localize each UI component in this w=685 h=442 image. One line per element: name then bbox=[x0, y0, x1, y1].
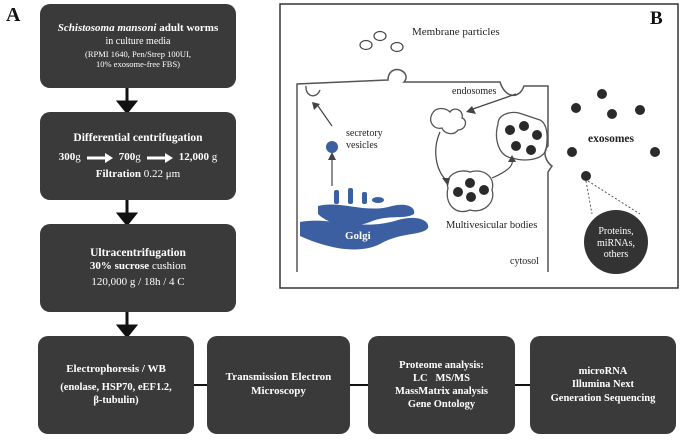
analysis-proteome-line4: Gene Ontology bbox=[407, 399, 476, 411]
adult-worms-text: adult worms bbox=[156, 22, 219, 35]
centrifugation-title: Differential centrifugation bbox=[73, 131, 203, 144]
mvb-1-vesicles bbox=[453, 178, 489, 202]
analysis-tem-line1: Transmission Electron bbox=[225, 371, 332, 384]
label-secretory-vesicles: secretory vesicles bbox=[346, 128, 383, 151]
analysis-box-tem: Transmission Electron Microscopy bbox=[207, 336, 350, 434]
speed-arrow-2-icon bbox=[146, 152, 173, 163]
membrane-particle bbox=[373, 30, 387, 42]
analysis-microrna-line2: Illumina Next bbox=[571, 379, 635, 391]
analysis-wb-line2: (enolase, HSP70, eEF1.2, bbox=[60, 381, 172, 393]
intraluminal-vesicle bbox=[465, 178, 475, 188]
speed-sequence: 300g 700g 12,000 g bbox=[59, 151, 218, 165]
label-endosomes: endosomes bbox=[452, 86, 497, 97]
analysis-tem-line2: Microscopy bbox=[251, 385, 306, 397]
cargo-line3: others bbox=[603, 249, 629, 260]
speed-2-unit: g bbox=[135, 150, 141, 163]
multivesicular-body-2 bbox=[495, 111, 548, 161]
culture-media-text: in culture media bbox=[105, 36, 171, 47]
exosome bbox=[581, 171, 591, 181]
analysis-box-wb: Electrophoresis / WB (enolase, HSP70, eE… bbox=[38, 336, 194, 434]
intraluminal-vesicle bbox=[479, 185, 489, 195]
membrane-particle bbox=[390, 41, 404, 53]
ultracentrifugation-params: 120,000 g / 18h / 4 C bbox=[91, 276, 185, 289]
membrane-particle bbox=[359, 39, 373, 51]
filtration-value: 0.22 μm bbox=[141, 167, 181, 180]
cargo-pointer-left bbox=[585, 180, 593, 215]
released-exosomes bbox=[567, 89, 660, 181]
label-exosome-cargo: Proteins, miRNAs, others bbox=[586, 226, 646, 261]
intraluminal-vesicle bbox=[453, 187, 463, 197]
budding-vesicle bbox=[305, 85, 321, 97]
exosome bbox=[635, 105, 645, 115]
label-cytosol: cytosol bbox=[510, 256, 539, 267]
speed-arrow-1-icon bbox=[86, 152, 113, 163]
label-membrane-particles: Membrane particles bbox=[412, 26, 500, 38]
exosome bbox=[650, 147, 660, 157]
step-ultracentrifugation-box: Ultracentrifugation 30% sucrose cushion … bbox=[40, 224, 236, 312]
speed-2-value: 700 bbox=[118, 150, 136, 163]
panel-b-letter: B bbox=[650, 8, 663, 29]
step-culture-box: Schistosoma mansoni adult worms in cultu… bbox=[40, 4, 236, 88]
label-multivesicular-bodies: Multivesicular bodies bbox=[446, 220, 538, 231]
secretory-vesicle bbox=[326, 141, 338, 153]
ultracentrifugation-title: Ultracentrifugation bbox=[90, 247, 186, 260]
cargo-line1: Proteins, bbox=[598, 226, 634, 237]
intraluminal-vesicle bbox=[466, 192, 476, 202]
secretory-line1: secretory bbox=[346, 128, 383, 139]
step-centrifugation-box: Differential centrifugation 300g 700g 12… bbox=[40, 112, 236, 200]
mvb-2-vesicles bbox=[505, 121, 542, 155]
exosome bbox=[607, 109, 617, 119]
arrow-step3-analyses bbox=[115, 312, 139, 339]
species-name: Schistosoma mansoni bbox=[57, 22, 157, 35]
step-culture-title: Schistosoma mansoni adult worms bbox=[58, 22, 218, 36]
speed-3-unit: g bbox=[209, 150, 218, 163]
exosome bbox=[597, 89, 607, 99]
speed-1-unit: g bbox=[75, 150, 81, 163]
intraluminal-vesicle bbox=[505, 125, 515, 135]
secretory-line2: vesicles bbox=[346, 139, 378, 151]
label-exosomes: exosomes bbox=[588, 133, 634, 145]
multivesicular-body-1 bbox=[446, 170, 494, 213]
panel-a-letter: A bbox=[6, 4, 21, 26]
intraluminal-vesicle bbox=[526, 145, 536, 155]
filtration-line: Filtration 0.22 μm bbox=[96, 168, 180, 182]
speed-3-value: 12,000 bbox=[178, 150, 209, 163]
media-composition-line2: 10% exosome-free FBS) bbox=[95, 59, 181, 70]
intraluminal-vesicle bbox=[532, 130, 542, 140]
sucrose-line: 30% sucrose cushion bbox=[90, 260, 186, 274]
analysis-microrna-line1: microRNA bbox=[578, 366, 628, 378]
analysis-box-microrna: microRNA Illumina Next Generation Sequen… bbox=[530, 336, 676, 434]
arrow-heads bbox=[312, 102, 516, 186]
analysis-proteome-line3: MassMatrix analysis bbox=[394, 386, 489, 397]
intraluminal-vesicle bbox=[511, 141, 521, 151]
analysis-proteome-line1: Proteome analysis: bbox=[399, 359, 484, 371]
speed-1-value: 300 bbox=[58, 150, 76, 163]
intraluminal-vesicle bbox=[519, 121, 529, 131]
analysis-box-proteome: Proteome analysis: LC MS/MS MassMatrix a… bbox=[368, 336, 515, 434]
exosome-cargo-circle bbox=[584, 210, 648, 274]
label-golgi: Golgi bbox=[345, 230, 371, 242]
golgi-apparatus bbox=[300, 188, 429, 250]
arrow-step1-step2 bbox=[115, 88, 139, 115]
cushion-text: cushion bbox=[149, 260, 187, 273]
exosome bbox=[571, 103, 581, 113]
analysis-proteome-line2: LC MS/MS bbox=[413, 372, 470, 384]
cell-membrane bbox=[296, 68, 554, 272]
analysis-wb-line3: β-tubulin) bbox=[93, 394, 139, 406]
exosome bbox=[567, 147, 577, 157]
analysis-microrna-line3: Generation Sequencing bbox=[550, 392, 656, 404]
trafficking-arrows bbox=[317, 93, 517, 186]
media-composition-line1: (RPMI 1640, Pen/Strep 100UI, bbox=[84, 48, 191, 59]
membrane-particles-group bbox=[359, 30, 404, 53]
cargo-line2: miRNAs, bbox=[596, 237, 636, 249]
analysis-wb-title: Electrophoresis / WB bbox=[66, 363, 166, 375]
filtration-label: Filtration bbox=[95, 167, 141, 180]
early-endosome bbox=[430, 107, 467, 135]
arrow-step2-step3 bbox=[115, 200, 139, 227]
sucrose-label: 30% sucrose bbox=[89, 260, 150, 273]
